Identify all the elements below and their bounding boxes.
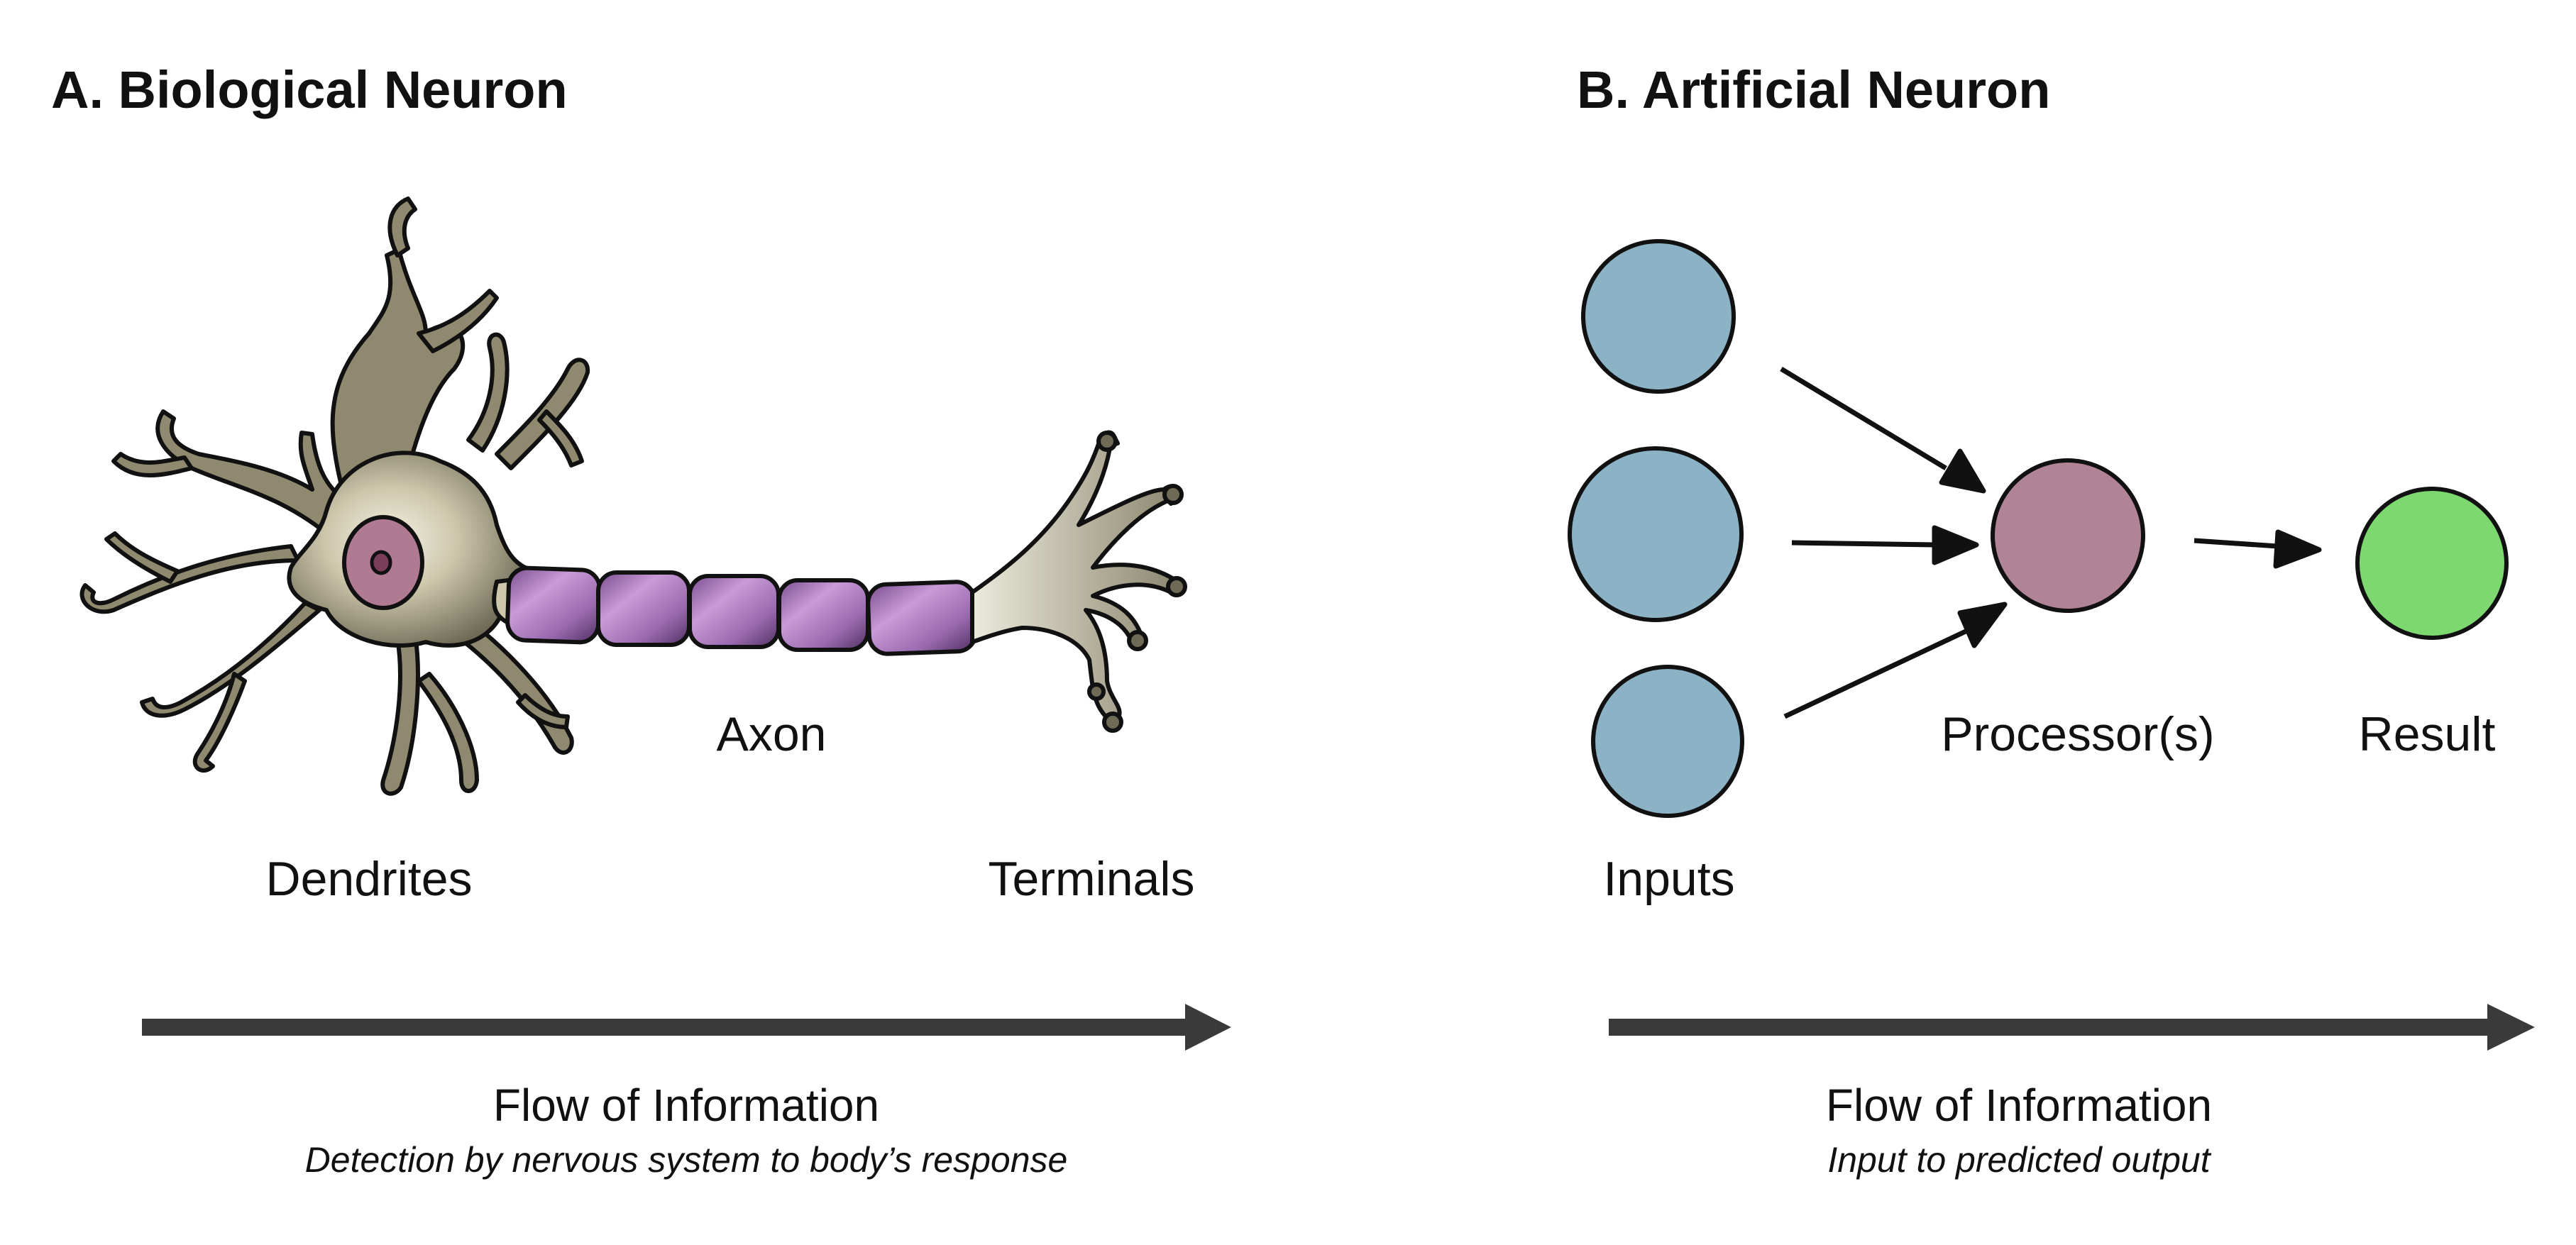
myelin-sheath-drawing xyxy=(505,565,978,656)
processor-label: Processor(s) xyxy=(1941,707,2214,761)
flow-title-b: Flow of Information xyxy=(1826,1080,2212,1131)
arrowhead xyxy=(2273,529,2322,569)
axon-label: Axon xyxy=(717,707,827,761)
nucleolus-drawing xyxy=(370,550,392,575)
input-node xyxy=(1568,446,1744,622)
flow-title-a: Flow of Information xyxy=(493,1080,879,1131)
inputs-label: Inputs xyxy=(1603,852,1734,906)
input-node xyxy=(1591,665,1744,818)
terminal-bouton xyxy=(1087,682,1106,701)
connection-arrows xyxy=(1780,367,2322,719)
connection-arrow xyxy=(1783,629,1967,719)
terminal-bouton xyxy=(1127,630,1148,651)
panel-b-title: B. Artificial Neuron xyxy=(1577,60,2050,119)
arrowhead xyxy=(1932,525,1979,565)
panel-b-artificial-neuron: B. Artificial Neuron Processor(s) Result… xyxy=(1568,60,2535,1180)
terminal-bouton xyxy=(1166,576,1187,597)
flow-arrow-a xyxy=(142,1004,1231,1051)
connection-arrow xyxy=(1791,540,1937,548)
artificial-neuron-diagram xyxy=(1568,239,2509,818)
panel-a-title: A. Biological Neuron xyxy=(51,60,568,119)
result-label: Result xyxy=(2359,707,2496,761)
neuron-illustration xyxy=(79,197,1187,796)
processor-node xyxy=(1991,458,2145,613)
terminal-bouton xyxy=(1102,712,1123,733)
terminal-bouton xyxy=(1162,484,1184,505)
flow-arrow-b xyxy=(1609,1004,2535,1051)
axon-terminals-drawing xyxy=(970,430,1180,726)
dendrites-label: Dendrites xyxy=(265,852,472,906)
arrowhead xyxy=(1939,448,1986,494)
terminals-label: Terminals xyxy=(989,852,1195,906)
flow-subtitle-a: Detection by nervous system to body’s re… xyxy=(305,1140,1068,1180)
connection-arrow xyxy=(1780,367,1947,470)
arrowhead xyxy=(1957,602,2008,648)
result-node xyxy=(2355,487,2509,640)
dendrites-drawing xyxy=(79,197,590,796)
input-node xyxy=(1581,239,1736,394)
panel-a-biological-neuron: A. Biological Neuron xyxy=(51,60,1231,1180)
connection-arrow xyxy=(2194,538,2279,549)
terminal-bouton xyxy=(1096,431,1118,452)
flow-subtitle-b: Input to predicted output xyxy=(1827,1140,2211,1180)
